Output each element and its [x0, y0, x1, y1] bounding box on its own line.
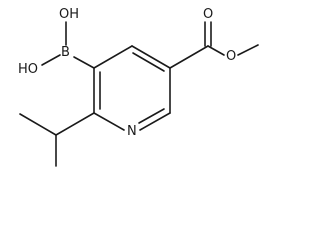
- ring-nitrogen-label: N: [127, 124, 137, 139]
- bond-c-o-ester: [207, 45, 225, 56]
- ring-bond-c4-c5-inner: [132, 52, 165, 72]
- bond-c3-b: [73, 56, 95, 69]
- boron-label: B: [61, 45, 70, 60]
- structure-canvas: B OH HO N O O: [18, 7, 259, 167]
- carbonyl-oxygen-label: O: [203, 7, 213, 22]
- bond-c5-carbonyl-c: [169, 45, 209, 69]
- ring-bond-c4-c5: [131, 45, 171, 69]
- ring-bond-c6-n-inner: [138, 108, 165, 124]
- bond-ch-me1: [19, 113, 57, 136]
- hydroxyl-left-label: HO: [18, 62, 38, 77]
- ring-bond-c6-n: [139, 112, 171, 131]
- ring-bond-n-c2: [93, 112, 125, 131]
- bond-c2-ch: [55, 112, 95, 136]
- bond-b-ho-left: [41, 54, 61, 66]
- ring-bond-c3-c4: [93, 45, 133, 69]
- molecule-structure: B OH HO N O O: [18, 7, 259, 167]
- ester-oxygen-label: O: [226, 49, 236, 64]
- hydroxyl-top-label: OH: [59, 7, 79, 22]
- bond-o-methyl: [237, 44, 259, 56]
